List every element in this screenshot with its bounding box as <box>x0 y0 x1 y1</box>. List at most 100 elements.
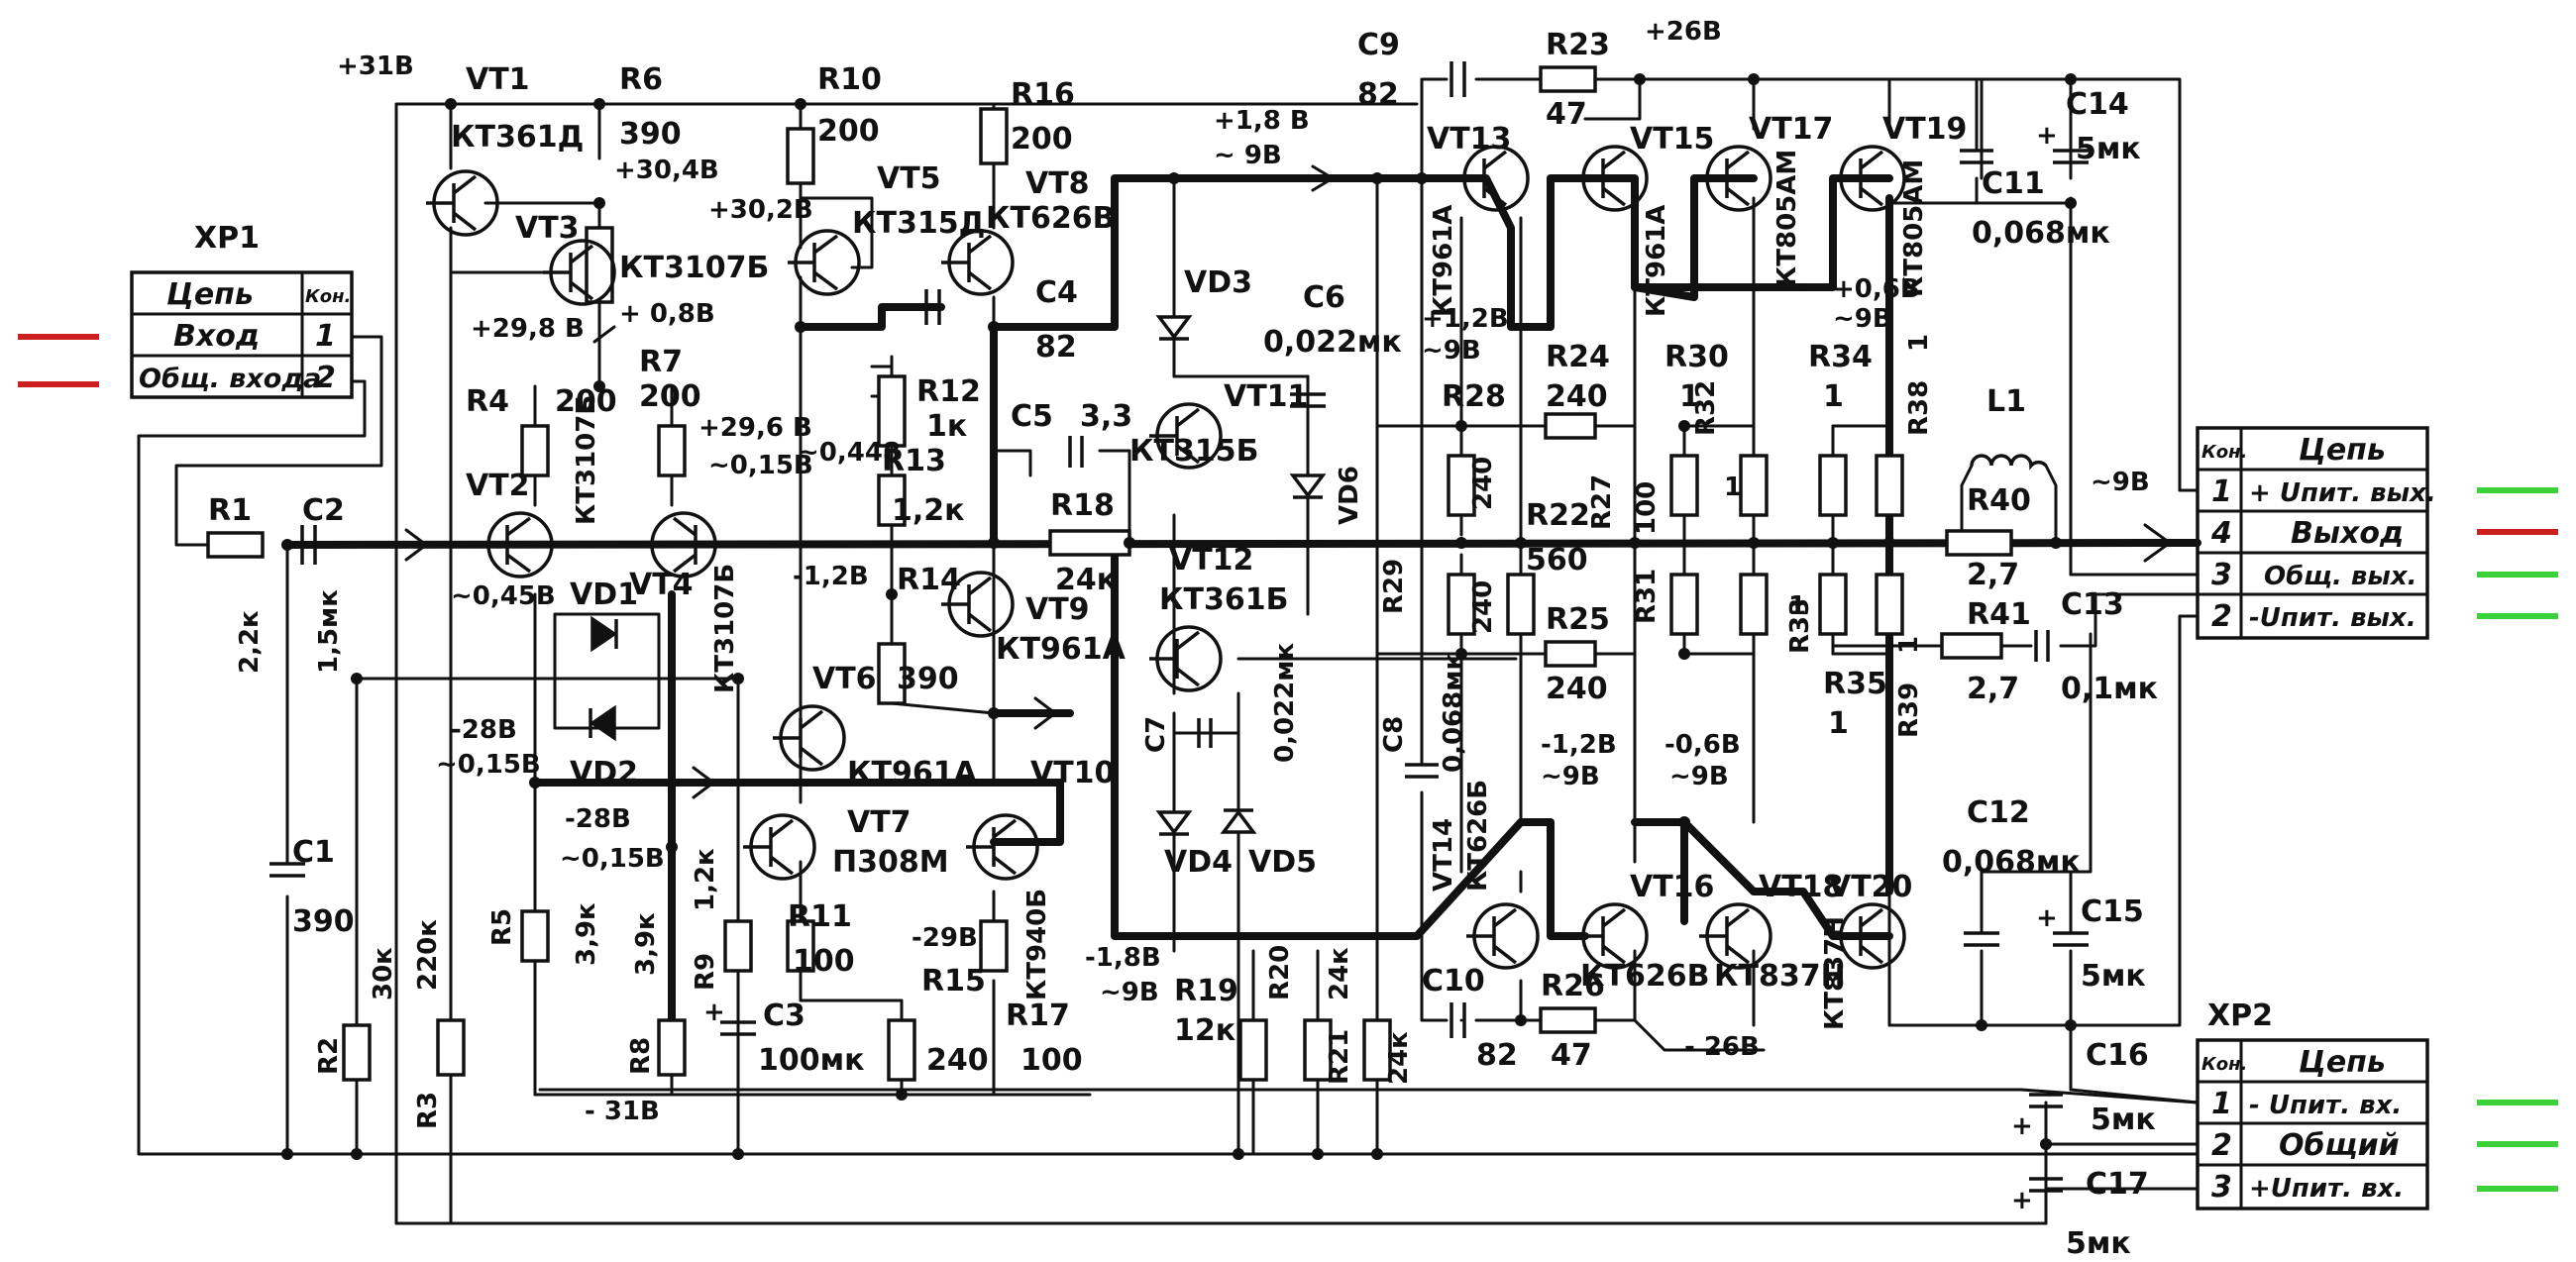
svg-text:+: + <box>2011 1186 2033 1215</box>
xp1-row-1-name: Вход <box>173 319 260 354</box>
connector-xp2: XP2 Кон. Цепь 1 - Uпит. вх. 2 Общий 3 +U… <box>2196 999 2429 1210</box>
label-r1: R1 <box>208 493 252 528</box>
capacitor-c1 <box>269 862 305 878</box>
label-r28b-value: 240 <box>1468 580 1498 634</box>
resistor-r13 <box>877 473 907 527</box>
capacitor-c8 <box>1405 763 1439 779</box>
label-v-p18: +1,8 В <box>1214 106 1310 136</box>
label-r13-value: 1,2к <box>892 493 965 528</box>
label-c1: C1 <box>292 835 335 870</box>
label-c4-value: 82 <box>1035 330 1077 365</box>
label-r21: R21 <box>1325 1029 1354 1085</box>
label-r23: R23 <box>1546 28 1610 62</box>
connector-xp1: XP1 Цепь Кон. Вход 1 Общ. входа 2 <box>130 221 354 399</box>
label-vt2-type: КТ3107Б <box>572 395 601 525</box>
label-vt17-type: КТ805АМ <box>1772 150 1802 287</box>
resistor-r38 <box>1875 454 1904 517</box>
label-r31: R31 <box>1632 569 1662 624</box>
label-r41-value: 2,7 <box>1967 672 2019 706</box>
xp2-row-1-pin: 1 <box>2211 1087 2232 1121</box>
xp3-row-3-name: Общ. вых. <box>2264 562 2417 591</box>
label-r39-value: 1 <box>1894 636 1924 654</box>
label-r32-value: 1 <box>1724 473 1742 502</box>
resistor-r41 <box>1940 632 2003 660</box>
label-v-015a: ~0,15В <box>708 451 813 480</box>
label-r8-value: 3,9к <box>631 912 661 976</box>
label-vt12-type: КТ361Б <box>1159 582 1288 617</box>
label-c13-value: 0,1мк <box>2061 672 2158 706</box>
label-c15: C15 <box>2081 894 2144 929</box>
label-vt12: VT12 <box>1169 543 1253 578</box>
transistor-vt17 <box>1699 145 1772 212</box>
label-c5: C5 <box>1011 399 1053 434</box>
label-v-9d: ~9В <box>2091 468 2150 497</box>
label-vt11: VT11 <box>1224 379 1308 414</box>
transistor-vt6 <box>773 704 846 772</box>
resistor-r35 <box>1818 573 1848 636</box>
xp1-row-2-name: Общ. входа <box>139 364 321 394</box>
resistor-r22 <box>1506 573 1536 636</box>
label-vt16: VT16 <box>1630 870 1714 904</box>
xp1-row-1-pin: 1 <box>315 319 336 354</box>
transistor-vt7 <box>743 813 816 881</box>
resistor-r28b <box>1447 573 1476 636</box>
label-v-p26: +26В <box>1645 17 1722 47</box>
xp2-header-contact: Кон. <box>2201 1054 2247 1075</box>
label-c7: C7 <box>1141 716 1171 753</box>
capacitor-c4 <box>924 289 941 325</box>
label-v-m26: - 26В <box>1684 1032 1760 1062</box>
label-v-m06: -0,6В <box>1664 730 1741 760</box>
label-r20: R20 <box>1265 945 1295 1000</box>
diode-vd4 <box>1155 810 1193 836</box>
transistor-vt10 <box>966 813 1039 881</box>
resistor-r40 <box>1945 529 2013 557</box>
label-r10: R10 <box>817 62 882 97</box>
label-r20-value: 24к <box>1325 947 1354 1000</box>
label-vt14-type: КТ626Б <box>1463 780 1493 892</box>
label-vt18-type: КТ837Н <box>1714 959 1846 994</box>
label-r27-value: 100 <box>1632 481 1662 535</box>
diode-vd5 <box>1220 808 1257 834</box>
label-vt6-type: КТ961А <box>847 756 978 790</box>
resistor-r4 <box>520 424 550 477</box>
xp3-header-contact: Кон. <box>2201 442 2247 463</box>
label-c3: C3 <box>763 999 805 1033</box>
label-vt19: VT19 <box>1882 112 1967 147</box>
label-vt5: VT5 <box>877 161 941 196</box>
transistor-vt12 <box>1149 625 1223 692</box>
label-vt2: VT2 <box>466 469 530 503</box>
xp3-row-4-name: -Uпит. вых. <box>2249 603 2416 633</box>
label-r41: R41 <box>1967 597 2031 632</box>
label-r30-value: 1 <box>1679 379 1700 414</box>
resistor-r23 <box>1539 65 1597 93</box>
resistor-r3 <box>436 1018 466 1077</box>
resistor-r24 <box>1544 412 1597 440</box>
label-vt1-type: КТ361Д <box>451 120 584 155</box>
label-c13: C13 <box>2061 587 2124 622</box>
capacitor-c7 <box>1197 718 1213 748</box>
diode-vd1 <box>590 615 618 653</box>
label-v-p06: +0,6В <box>1833 274 1920 304</box>
label-r6: R6 <box>619 62 663 97</box>
resistor-r17 <box>979 919 1009 973</box>
label-c2: C2 <box>302 493 345 528</box>
resistor-r30 <box>1669 454 1699 517</box>
label-r7-value: 200 <box>639 379 701 414</box>
label-v-015c: ~0,15В <box>560 844 665 874</box>
transistor-vt19 <box>1833 145 1906 212</box>
resistor-r34 <box>1818 454 1848 517</box>
xp1-header-contact: Кон. <box>305 286 351 307</box>
label-r17: R17 <box>1006 999 1070 1033</box>
label-vt10: VT10 <box>1030 756 1115 790</box>
label-r6-value: 390 <box>619 117 682 152</box>
label-r26: R26 <box>1541 969 1605 1003</box>
label-r8: R8 <box>626 1037 656 1075</box>
resistor-r14 <box>877 642 907 705</box>
label-v-9b: ~9В <box>1833 304 1892 334</box>
label-c15-value: 5мк <box>2081 959 2146 994</box>
label-r19: R19 <box>1174 974 1238 1008</box>
label-vt8: VT8 <box>1025 166 1090 201</box>
label-r5-value: 3,9к <box>572 902 601 966</box>
transistor-vt14 <box>1466 902 1540 970</box>
label-vt1: VT1 <box>466 62 530 97</box>
